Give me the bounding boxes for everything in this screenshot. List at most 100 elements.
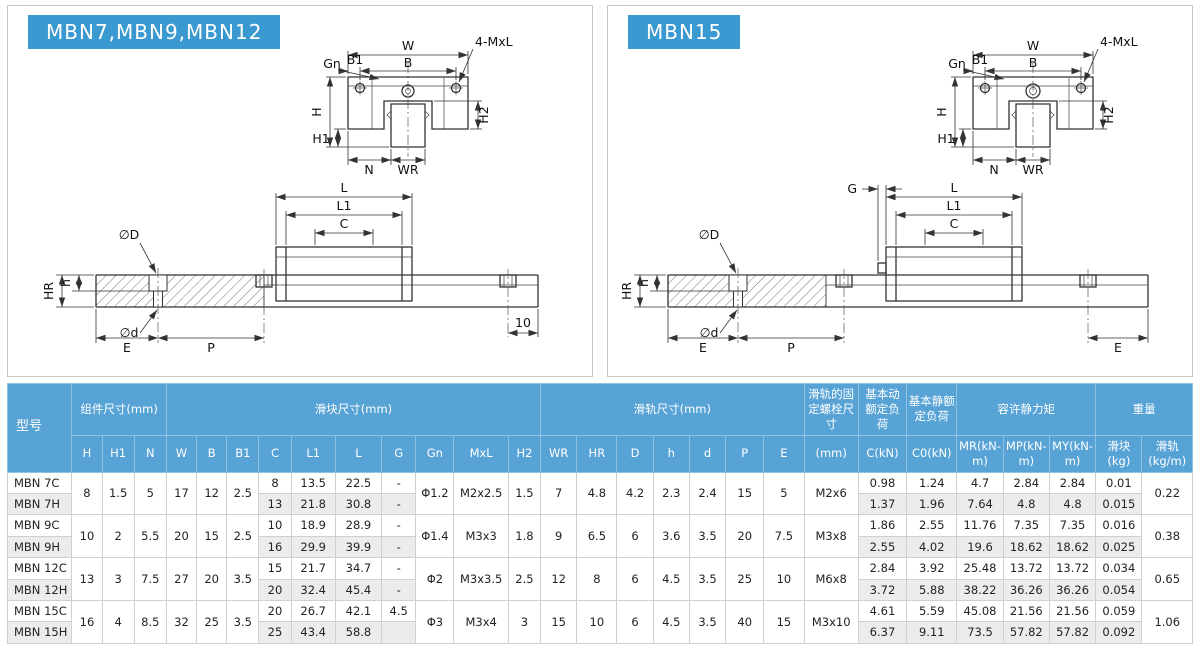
value-cell: 8 [71,471,103,516]
value-cell: 0.22 [1141,471,1193,516]
value-cell: 7.64 [956,493,1004,516]
column-header: (mm) [803,434,859,473]
model-cell: MBN 7H [6,493,73,516]
dim-label-p: P [207,340,215,355]
value-cell: 2 [101,514,135,559]
dim-label-h1: H1 [312,131,329,146]
column-header: MY(kN-m) [1048,434,1097,473]
value-cell: 4.8 [576,471,618,516]
value-cell: - [381,578,417,601]
dim-label-end: 10 [515,315,531,330]
dim-label-c: C [340,216,349,231]
value-cell: 2.55 [906,514,958,537]
value-cell: 2.84 [857,557,908,580]
value-cell: 58.8 [334,621,383,644]
dim-label-n: N [364,162,373,177]
value-cell: 0.015 [1095,493,1143,516]
value-cell: 4.8 [1048,493,1097,516]
model-cell: MBN 12C [6,557,73,580]
value-cell: 12 [540,557,578,601]
column-header: W [165,434,198,473]
value-cell: 3.5 [688,599,727,644]
value-cell: M3x4 [453,599,509,644]
value-cell: 1.8 [507,514,542,559]
value-cell: 10 [71,514,103,559]
value-cell: 3.5 [688,557,727,601]
column-header: MxL [453,434,509,473]
value-cell: - [381,514,417,537]
dim-label-mxl: 4-MxL [1100,34,1138,49]
value-cell: 11.76 [956,514,1004,537]
column-header: Gn [415,434,455,473]
value-cell: 0.059 [1095,599,1143,623]
value-cell: 5.5 [133,514,167,559]
value-cell: 2.84 [1002,471,1050,495]
column-group-header: 滑轨的固定螺栓尺寸 [803,383,859,436]
value-cell: 22.5 [334,471,383,495]
value-cell: 3.72 [857,578,908,601]
dim-label-w: W [1027,38,1039,53]
value-cell: 1.06 [1141,599,1193,644]
dim-label-mxl: 4-MxL [475,34,513,49]
value-cell: 29.9 [290,535,336,559]
dim-label-hr: HR [619,282,634,300]
value-cell: 4.5 [652,557,690,601]
value-cell: 1.86 [857,514,908,537]
column-header: L1 [290,434,336,473]
dim-label-g: G [847,181,857,196]
value-cell: 16 [258,535,292,559]
panel-title-banner: MBN7,MBN9,MBN12 [28,15,281,49]
column-group-header: 容许静力矩 [956,383,1097,436]
value-cell: 5 [763,471,805,516]
dim-label-hr: HR [41,282,56,300]
value-cell: 3.92 [906,557,958,580]
dim-label-b: B [404,55,413,70]
value-cell: 2.5 [226,514,260,559]
value-cell: 21.56 [1002,599,1050,623]
column-group-header: 滑块尺寸(mm) [165,383,542,436]
value-cell: 13 [71,557,103,601]
value-cell: 40 [725,599,765,644]
column-header: C [258,434,292,473]
dim-label-dia-D: ∅D [119,227,140,242]
column-group-header: 组件尺寸(mm) [71,383,167,436]
value-cell: - [381,557,417,580]
value-cell: 0.054 [1095,578,1143,601]
column-header: HR [576,434,618,473]
value-cell: 21.56 [1048,599,1097,623]
value-cell: 25 [725,557,765,601]
model-cell: MBN 9C [6,514,73,537]
value-cell [381,621,417,644]
column-header: 滑块(kg) [1095,434,1143,473]
value-cell: 6.5 [576,514,618,559]
value-cell: 1.96 [906,493,958,516]
value-cell: 8 [576,557,618,601]
dim-label-n: N [989,162,998,177]
dim-label-b1: B1 [972,52,989,67]
value-cell: 4 [101,599,135,644]
column-header: MP(kN-m) [1002,434,1050,473]
column-header: G [381,434,417,473]
value-cell: M2x2.5 [453,471,509,516]
value-cell: 7.5 [133,557,167,601]
value-cell: 13.72 [1002,557,1050,580]
dim-label-e: E [699,340,707,355]
value-cell: 2.5 [507,557,542,601]
value-cell: 34.7 [334,557,383,580]
value-cell: 25.48 [956,557,1004,580]
value-cell: 30.8 [334,493,383,516]
front-view: W B B1 Gn 4-MxL [309,34,513,177]
value-cell: 1.37 [857,493,908,516]
dim-label-p: P [787,340,795,355]
value-cell: 4.7 [956,471,1004,495]
value-cell: 13.5 [290,471,336,495]
value-cell: Φ2 [415,557,455,601]
model-cell: MBN 7C [6,471,73,495]
value-cell: 39.9 [334,535,383,559]
column-header: B1 [226,434,260,473]
dim-label-h2: H2 [1101,106,1116,123]
value-cell: 10 [763,557,805,601]
